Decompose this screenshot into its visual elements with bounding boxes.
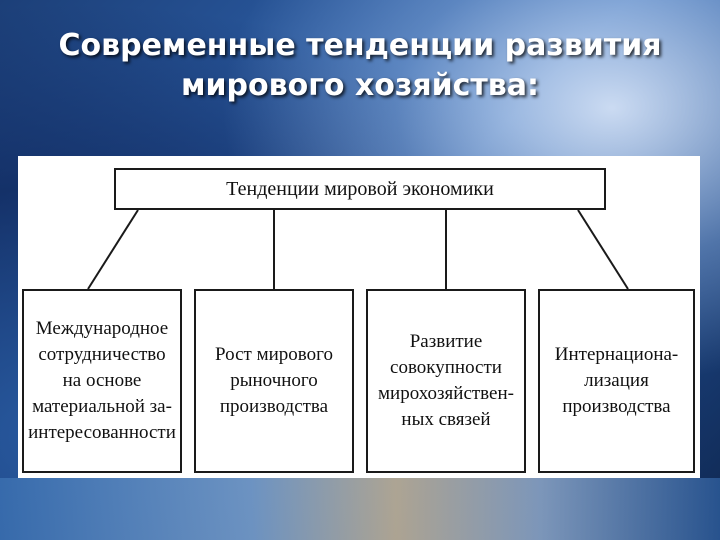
root-node-label: Тенденции мировой экономики <box>226 177 494 200</box>
child-node-2-label: Рост мирового рыночного производства <box>215 344 333 417</box>
connector-1 <box>87 209 139 290</box>
connector-4 <box>577 209 629 290</box>
child-node-4-label: Интернациона- лизация производства <box>554 344 679 417</box>
child-node-1-label: Международное сотрудничество на основе м… <box>28 318 176 443</box>
child-node-4: Интернациона- лизация производства <box>538 289 695 473</box>
diagram-connectors <box>87 209 629 290</box>
slide-title-line-1: Современные тенденции развития <box>58 28 662 63</box>
slide-title-line-2: мирового хозяйства: <box>180 68 540 103</box>
diagram-panel: Тенденции мировой экономики Международно… <box>18 156 700 478</box>
child-node-3: Развитие совокупности мирохозяйствен- ны… <box>366 289 526 473</box>
slide-title: Современные тенденции развития мирового … <box>20 26 700 106</box>
root-node: Тенденции мировой экономики <box>114 168 606 210</box>
background-bottom-strip <box>0 478 720 540</box>
child-node-1: Международное сотрудничество на основе м… <box>22 289 182 473</box>
child-node-3-label: Развитие совокупности мирохозяйствен- ны… <box>378 331 514 430</box>
child-node-2: Рост мирового рыночного производства <box>194 289 354 473</box>
